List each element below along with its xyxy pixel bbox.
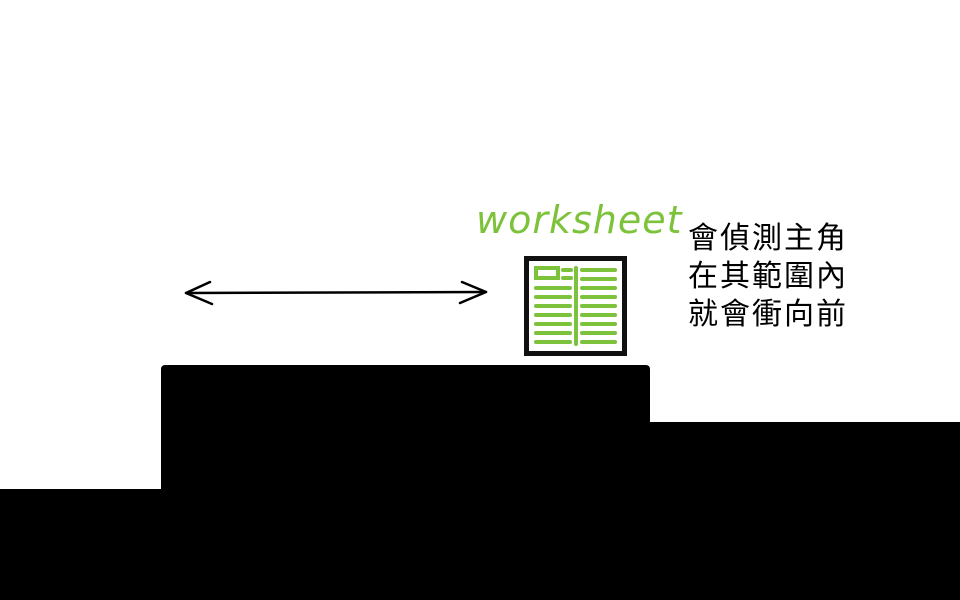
worksheet-icon [524, 256, 627, 356]
double-headed-arrow-icon [184, 280, 488, 306]
enemy-label: worksheet [476, 198, 683, 242]
ground-right [645, 422, 960, 600]
note-line-2: 在其範圍內 [688, 259, 848, 294]
note-line-1: 會偵測主角 [688, 221, 848, 256]
note-line-3: 就會衝向前 [688, 297, 848, 332]
raised-platform [161, 365, 650, 600]
enemy-behavior-note: 會偵測主角 在其範圍內 就會衝向前 [688, 220, 858, 334]
ground-left [0, 489, 170, 600]
